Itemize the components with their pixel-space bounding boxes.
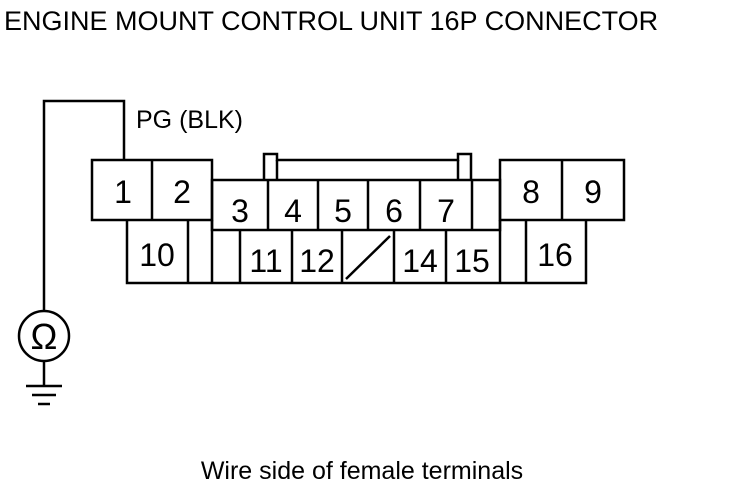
ohmmeter-icon: Ω (17, 309, 71, 363)
terminal-8: 8 (522, 174, 540, 210)
terminal-12: 12 (299, 243, 335, 279)
terminal-2: 2 (173, 174, 191, 210)
terminal-15: 15 (454, 243, 490, 279)
diagram-title: ENGINE MOUNT CONTROL UNIT 16P CONNECTOR (4, 6, 658, 36)
terminal-16: 16 (537, 237, 573, 273)
terminal-5: 5 (334, 193, 352, 229)
ohm-symbol: Ω (31, 316, 58, 357)
wire-label: PG (BLK) (136, 106, 243, 134)
terminal-1: 1 (114, 174, 132, 210)
connector-housing (90, 152, 626, 285)
terminal-11: 11 (249, 243, 282, 279)
ground-icon (26, 384, 62, 406)
terminal-4: 4 (284, 193, 302, 229)
empty-cavity-slash (345, 235, 391, 280)
terminal-3: 3 (231, 193, 249, 229)
terminal-9: 9 (584, 174, 602, 210)
terminal-10: 10 (139, 237, 175, 273)
terminal-labels: 1 2 3 4 5 6 7 8 9 10 11 12 14 15 16 (114, 174, 602, 279)
terminal-14: 14 (402, 243, 438, 279)
terminal-6: 6 (385, 193, 403, 229)
probe-wire (42, 99, 126, 312)
diagram-caption: Wire side of female terminals (201, 457, 523, 485)
terminal-7: 7 (437, 193, 455, 229)
